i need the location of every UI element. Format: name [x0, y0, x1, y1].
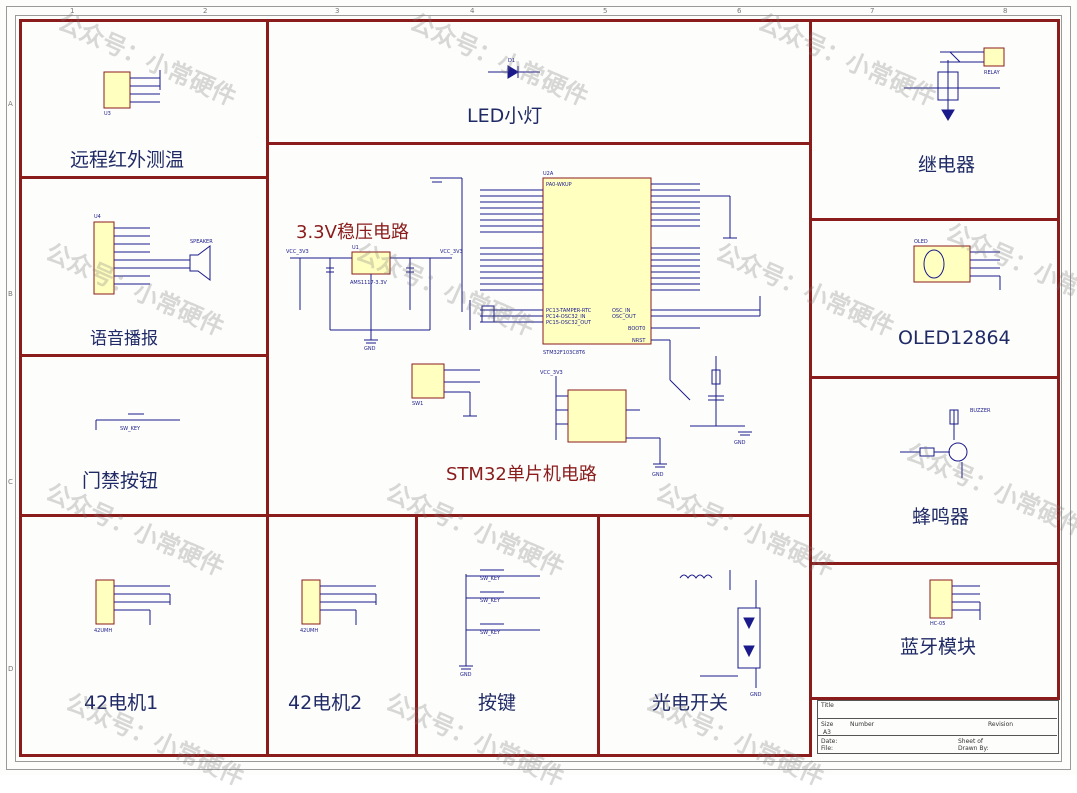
schematic-drawing: U2A PA0-WKUP PC13-TAMPER-RTC PC14-OSC32_…	[93, 47, 1005, 698]
block-motor1	[19, 514, 269, 757]
tb-sheet-label: Sheet of	[958, 738, 984, 745]
grid-col-5: 5	[603, 7, 608, 15]
label-keys: 按键	[478, 692, 517, 714]
label-led: LED小灯	[467, 105, 543, 127]
tb-number-label: Number	[850, 721, 875, 728]
buzzer-ref-text: BUZZER	[970, 408, 991, 414]
grid-row-b: B	[8, 290, 13, 298]
tb-divider-1	[817, 718, 1057, 719]
oled-ref-text: OLED	[914, 239, 928, 245]
power-net-text-1: VCC_3V3	[286, 249, 309, 255]
gnd-text-4: GND	[460, 672, 472, 678]
speaker-ref-text: SPEAKER	[190, 239, 213, 245]
door-key-text: SW_KEY	[120, 426, 141, 432]
motor2-conn-text: 42UMH	[300, 628, 318, 634]
block-motor2	[266, 514, 418, 757]
mcu-osc-out-text: OSC_OUT	[612, 314, 637, 320]
label-relay: 继电器	[918, 154, 976, 176]
label-voice: 语音播报	[90, 329, 158, 349]
power-net-text-2: VCC_3V3	[440, 249, 463, 255]
mcu-part-text: STM32F103C8T6	[543, 350, 585, 356]
label-regulator: 3.3V稳压电路	[296, 222, 409, 243]
mcu-pin-top-text: PA0-WKUP	[546, 182, 572, 188]
mcu-boot0-text: BOOT0	[628, 326, 645, 332]
mcu-nrst-text: NRST	[632, 338, 646, 344]
label-photo-switch: 光电开关	[652, 692, 729, 714]
sw-ref-text: SW1	[412, 401, 423, 407]
bt-ref-text: HC-05	[930, 621, 945, 627]
title-block: Title Size A3 Number Revision Date: File…	[817, 700, 1059, 754]
tb-revision-label: Revision	[988, 721, 1014, 728]
mcu-pin-pc13-text: PC13-TAMPER-RTC	[546, 308, 592, 314]
label-ir-temp: 远程红外测温	[70, 149, 185, 171]
regulator-ref-text: U1	[352, 245, 359, 251]
mcu-pin-pc14-text: PC14-OSC32_IN	[546, 314, 586, 320]
key3-text: SW_KEY	[480, 630, 501, 636]
tb-divider-2	[817, 735, 1057, 736]
mcu-pin-pc15-text: PC15-OSC32_OUT	[546, 320, 592, 326]
inner-frame	[15, 15, 1062, 762]
regulator-part-text: AMS1117-3.3V	[350, 280, 387, 286]
grid-col-3: 3	[335, 7, 340, 15]
key2-text: SW_KEY	[480, 598, 501, 604]
schematic-sheet: 1 2 3 4 5 6 7 8 A B C D	[6, 6, 1077, 792]
tb-date-label: Date:	[821, 738, 838, 745]
gnd-text-5: GND	[750, 692, 762, 698]
grid-row-c: C	[8, 478, 13, 486]
label-buzzer: 蜂鸣器	[912, 506, 970, 528]
tb-file-label: File:	[821, 745, 834, 752]
relay-ref-text: RELAY	[984, 70, 1001, 76]
tb-size-value: A3	[823, 729, 831, 736]
key1-text: SW_KEY	[480, 576, 501, 582]
ir-ref-text: U3	[104, 111, 111, 117]
grid-col-2: 2	[203, 7, 208, 15]
tb-title-label: Title	[821, 702, 834, 709]
grid-col-8: 8	[1003, 7, 1008, 15]
label-bluetooth: 蓝牙模块	[900, 636, 977, 658]
grid-row-d: D	[8, 665, 14, 673]
block-oled	[809, 218, 1060, 379]
label-door-button: 门禁按钮	[82, 470, 159, 492]
gnd-text-1: GND	[364, 346, 376, 352]
grid-col-1: 1	[70, 7, 75, 15]
power-net-text-3: VCC_3V3	[540, 370, 563, 376]
mcu-ref-text: U2A	[543, 171, 554, 177]
mcu-osc-in-text: OSC_IN	[612, 308, 631, 314]
block-photo-switch	[597, 514, 812, 757]
label-oled: OLED12864	[898, 327, 1011, 349]
voice-ref-text: U4	[94, 214, 101, 220]
block-keys	[415, 514, 600, 757]
grid-col-4: 4	[470, 7, 475, 15]
outer-frame	[6, 6, 1071, 770]
motor1-conn-text: 42UMH	[94, 628, 112, 634]
label-mcu: STM32单片机电路	[446, 464, 597, 485]
block-relay	[809, 19, 1060, 221]
gnd-text-2: GND	[734, 440, 746, 446]
block-buzzer	[809, 376, 1060, 565]
grid-col-7: 7	[870, 7, 875, 15]
gnd-text-3: GND	[652, 472, 664, 478]
label-motor1: 42电机1	[84, 692, 159, 714]
tb-size-label: Size	[821, 721, 834, 728]
block-bluetooth	[809, 562, 1060, 700]
tb-drawn-label: Drawn By:	[958, 745, 989, 752]
grid-row-a: A	[8, 100, 13, 108]
led-ref-text: D1	[508, 58, 515, 64]
label-motor2: 42电机2	[288, 692, 363, 714]
grid-col-6: 6	[737, 7, 742, 15]
